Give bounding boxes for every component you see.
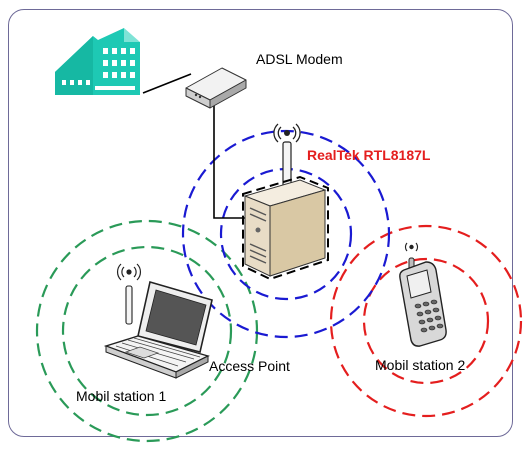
- phone-icon: [399, 242, 447, 347]
- antenna-icon: [273, 123, 301, 189]
- network-cables: [142, 73, 248, 219]
- chip-label: RealTek RTL8187L: [307, 147, 431, 163]
- laptop-icon: [103, 263, 213, 379]
- station-2-inner-ring: [362, 257, 490, 385]
- building-icon: [55, 28, 140, 95]
- building-to-modem-cable: [142, 73, 192, 94]
- station-2-outer-ring: [329, 224, 523, 418]
- modem-label: ADSL Modem: [256, 51, 343, 67]
- station-1-inner-ring: [61, 245, 233, 417]
- station-1-signal-rings: [35, 219, 259, 443]
- station-2-signal-rings: [329, 224, 523, 418]
- modem-icon: [185, 67, 247, 109]
- station-1-outer-ring: [35, 219, 259, 443]
- station-2-label: Mobil station 2: [375, 357, 466, 373]
- phone-antenna-icon: [404, 242, 419, 273]
- access-point-label: Access Point: [209, 358, 290, 374]
- modem-to-access-point-cable: [213, 103, 248, 219]
- server-icon: [242, 123, 329, 281]
- station-1-label: Mobil station 1: [76, 388, 167, 404]
- laptop-antenna-icon: [117, 263, 141, 325]
